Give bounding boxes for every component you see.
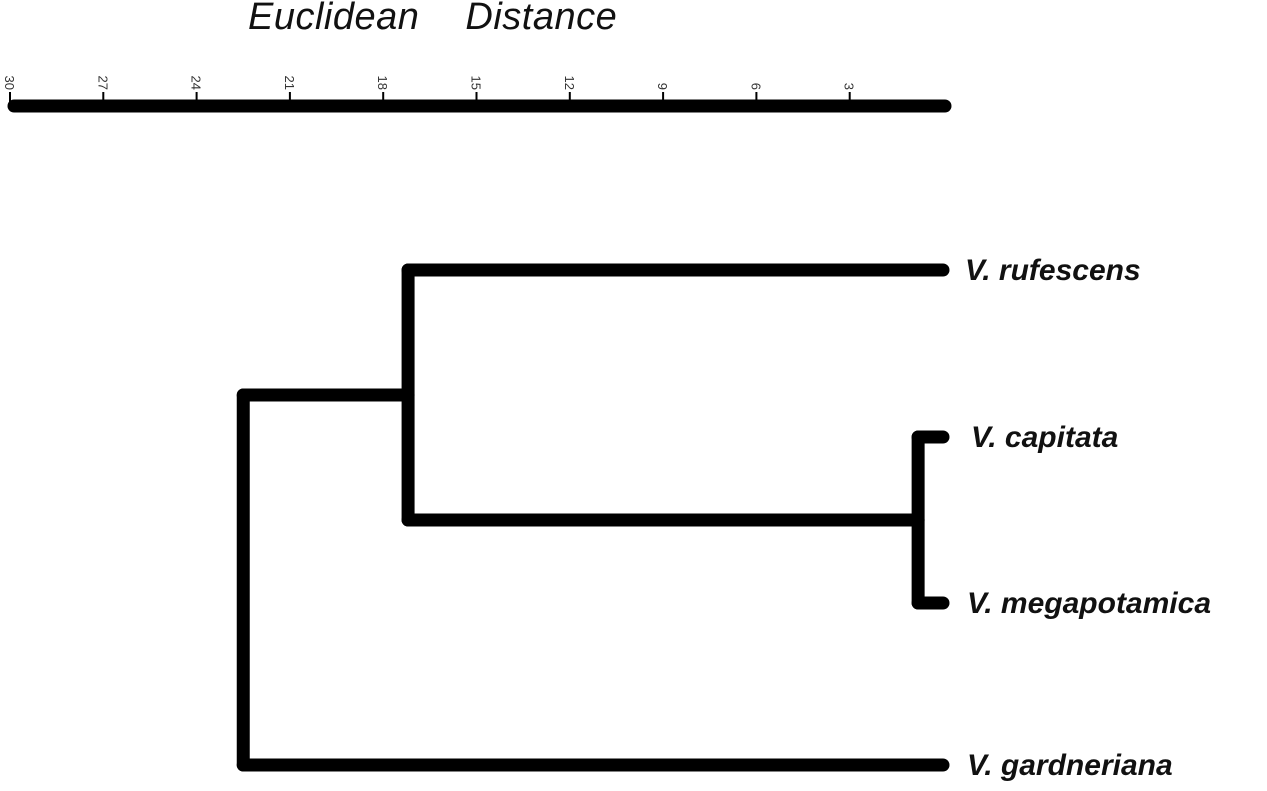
axis-tick-label: 3: [842, 83, 857, 90]
leaf-label-rufescens: V. rufescens: [965, 254, 1141, 287]
leaf-label-megapotamica: V. megapotamica: [967, 587, 1211, 620]
dendrogram-branches: [236, 263, 950, 772]
axis-tick-label: 18: [375, 76, 390, 90]
axis-tick-label: 30: [2, 76, 17, 90]
axis-tick-label: 12: [562, 76, 577, 90]
axis-tick-label: 24: [189, 76, 204, 90]
leaf-label-gardneriana: V. gardneriana: [967, 749, 1173, 782]
axis-title-word-1: Euclidean: [248, 0, 420, 38]
leaf-labels: V. rufescens V. capitata V. megapotamicaV.…: [965, 254, 1211, 782]
distance-axis: 30 27 24 21 18 15 12 9 6 3: [2, 76, 952, 113]
axis-title-word-2: Distance: [465, 0, 618, 38]
axis-tick-label: 21: [282, 76, 297, 90]
axis-tick-label: 6: [748, 83, 763, 90]
axis-tick-label: 27: [95, 76, 110, 90]
axis-tick-label: 15: [469, 76, 484, 90]
axis-tick-label: 9: [655, 83, 670, 90]
axis-title: Euclidean Distance: [248, 0, 617, 39]
leaf-label-capitata: V. capitata: [971, 421, 1118, 454]
